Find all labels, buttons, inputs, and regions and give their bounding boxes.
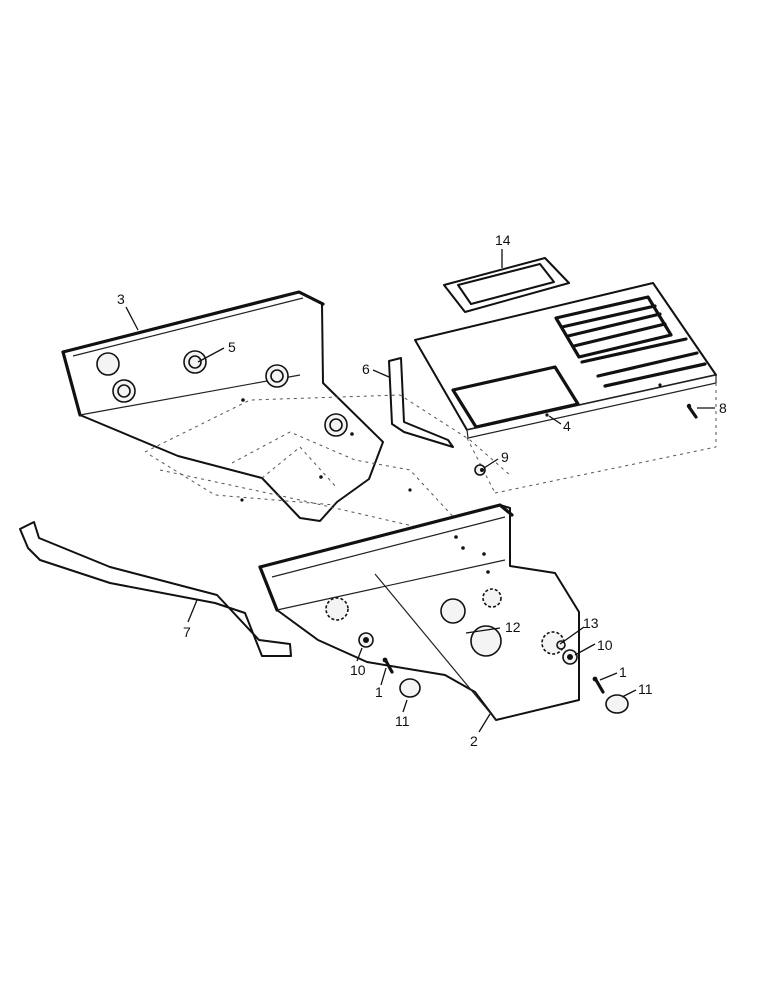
leader-lines (125, 249, 715, 733)
callout-5: 5 (228, 339, 236, 355)
callout-9: 9 (501, 449, 509, 465)
fasteners-right (556, 640, 629, 714)
part-7-strap (19, 521, 292, 657)
callout-11-left: 11 (395, 713, 410, 729)
callout-6: 6 (362, 361, 370, 377)
fasteners-left (358, 632, 421, 698)
callout-labels: 14 3 5 6 8 4 9 7 12 13 10 1 11 10 1 11 2 (117, 232, 727, 749)
part-14-gasket (443, 257, 570, 313)
callout-7: 7 (183, 624, 191, 640)
callout-11-right: 11 (638, 681, 653, 697)
callout-1-right: 1 (619, 664, 627, 680)
callout-12: 12 (505, 619, 521, 635)
callout-10-right: 10 (597, 637, 613, 653)
part-3-upper-panel (61, 290, 384, 522)
part-4-grille-panel (414, 282, 717, 494)
part-9-clip (474, 464, 486, 476)
part-2-lower-panel (258, 503, 580, 721)
callout-13: 13 (583, 615, 599, 631)
callout-1-left: 1 (375, 684, 383, 700)
callout-10-left: 10 (350, 662, 366, 678)
callout-2: 2 (470, 733, 478, 749)
part-6-bracket (388, 357, 454, 448)
callout-14: 14 (495, 232, 511, 248)
part-8-screw (686, 403, 698, 419)
hidden-floor-outline (144, 394, 511, 536)
callout-4: 4 (563, 418, 571, 434)
callout-3: 3 (117, 291, 125, 307)
callout-8: 8 (719, 400, 727, 416)
